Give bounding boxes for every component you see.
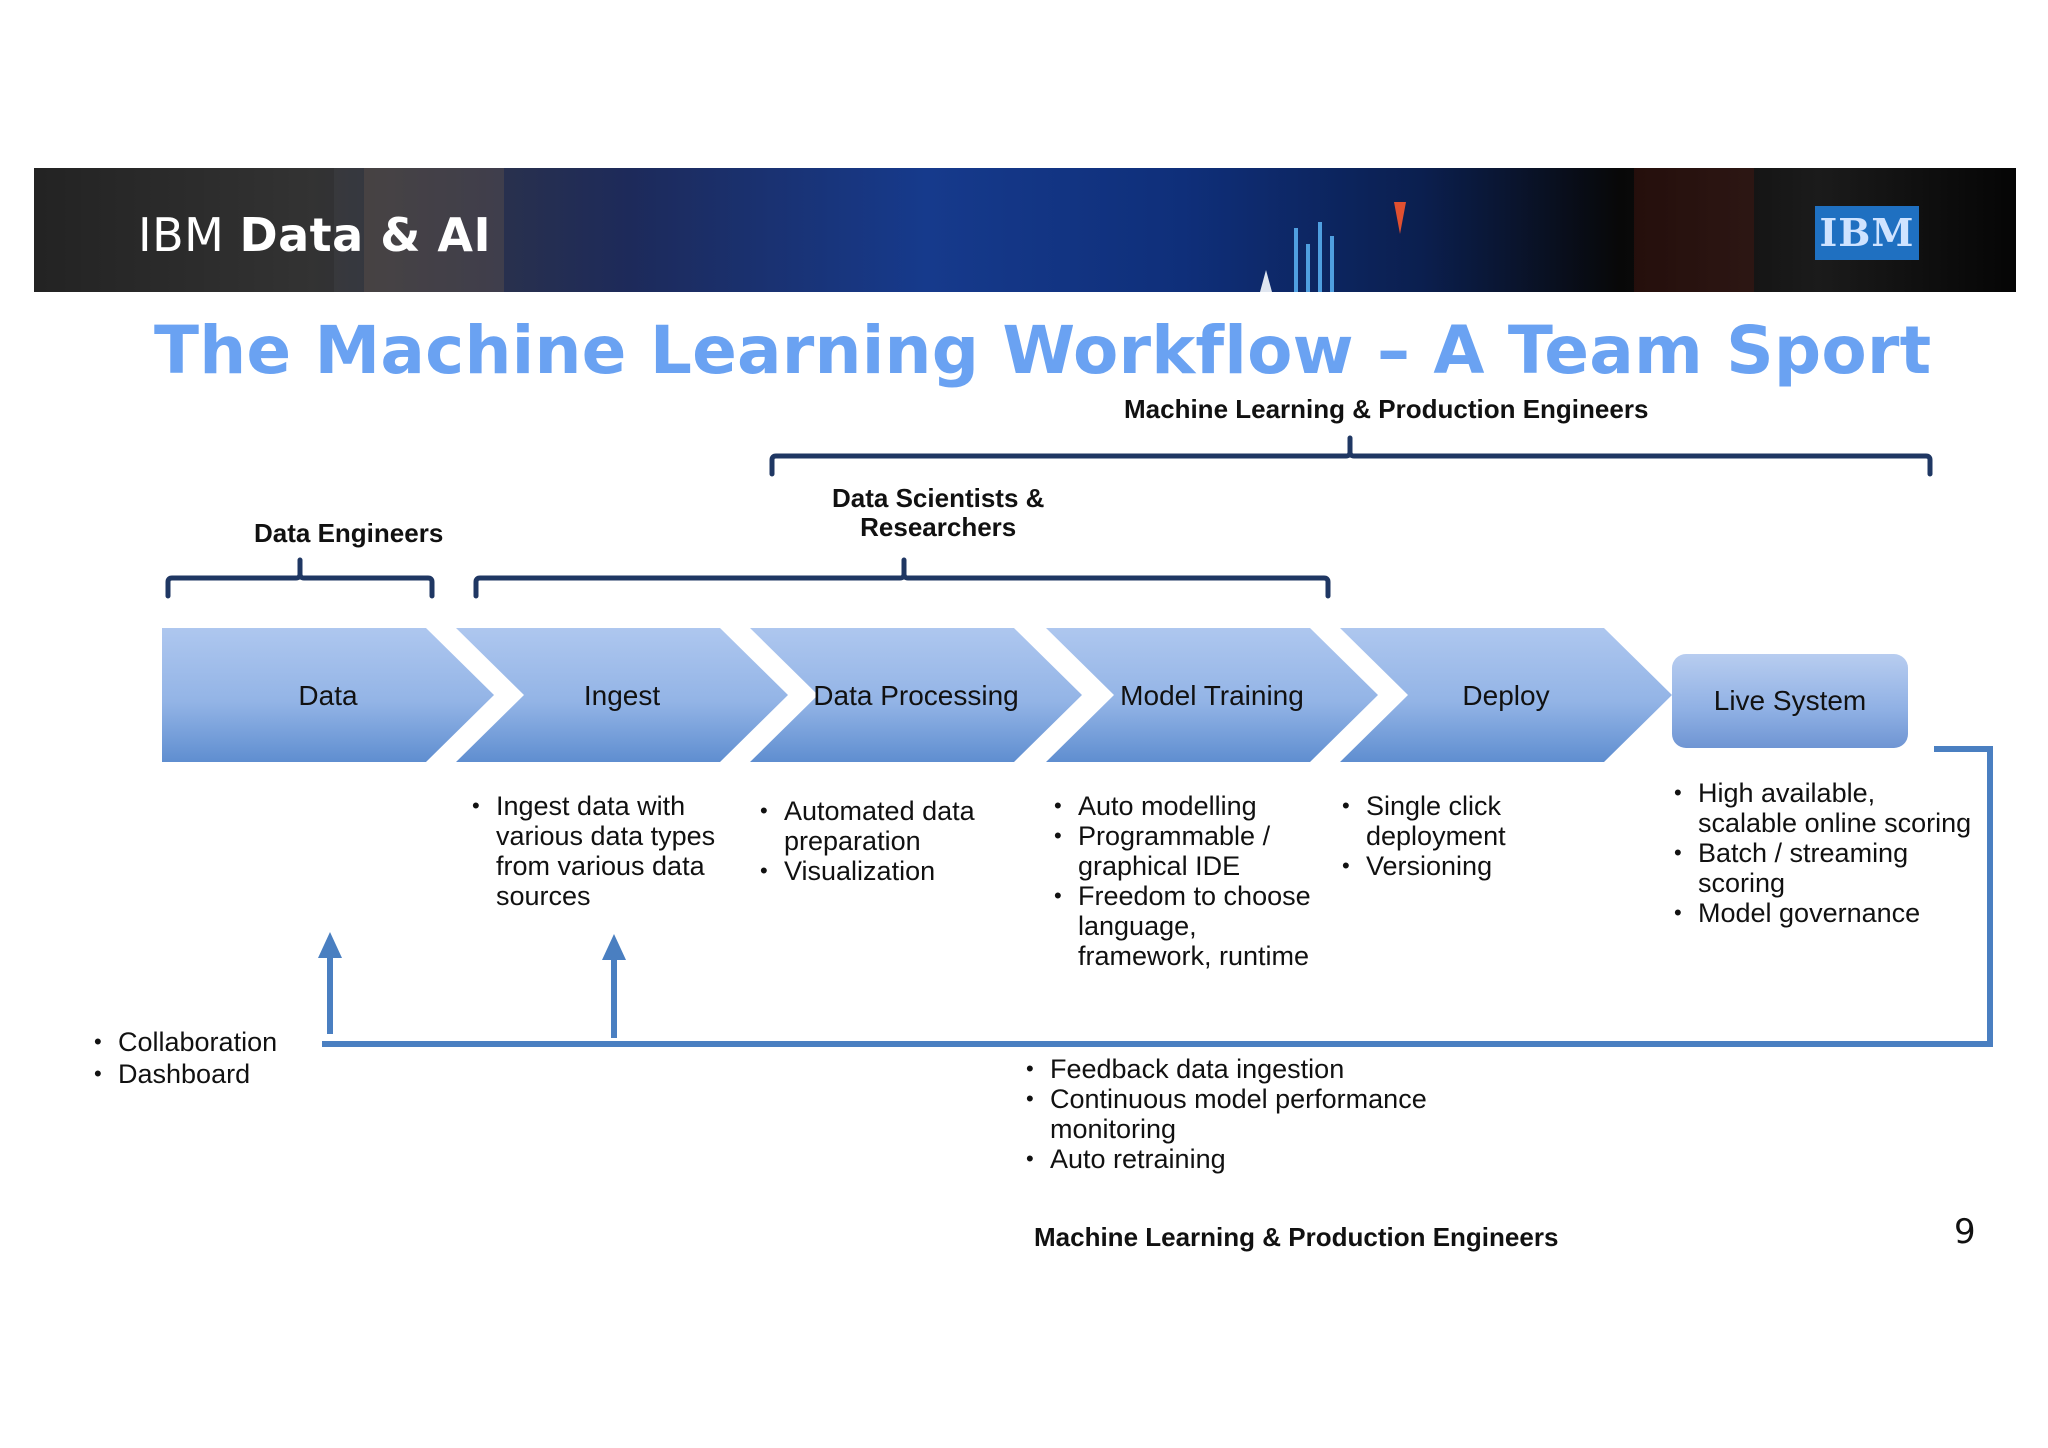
- live-system-box: Live System: [1672, 654, 1908, 748]
- banner-decoration: [34, 168, 1754, 292]
- role-data-scientists: Data Scientists & Researchers: [832, 483, 1045, 542]
- training-bullets: Auto modelling Programmable / graphical …: [1054, 791, 1344, 971]
- stage-label-processing: Data Processing: [813, 680, 1018, 711]
- feedback-bullets: Feedback data ingestion Continuous model…: [1026, 1054, 1446, 1174]
- list-item: Ingest data with various data types from…: [472, 791, 732, 911]
- ingest-bullets: Ingest data with various data types from…: [472, 791, 732, 911]
- brand-title: IBM Data & AI: [138, 208, 491, 262]
- stage-label-training: Model Training: [1120, 680, 1304, 711]
- ibm-logo: IBM: [1815, 206, 1919, 260]
- list-item: High available, scalable online scoring: [1674, 778, 2014, 838]
- list-item: Automated data preparation: [760, 796, 1020, 856]
- role-ml-engineers-top: Machine Learning & Production Engineers: [1124, 394, 1649, 424]
- processing-bullets: Automated data preparation Visualization: [760, 796, 1020, 886]
- list-item: Versioning: [1342, 851, 1562, 881]
- stage-label-deploy: Deploy: [1462, 680, 1549, 711]
- arrow-to-ingest-icon: [602, 934, 626, 960]
- brace-data-scientists: [473, 557, 1331, 599]
- list-item: Auto retraining: [1026, 1144, 1446, 1174]
- header-banner: IBM Data & AI IBM: [34, 168, 2016, 292]
- list-item: Collaboration: [94, 1026, 314, 1058]
- stage-chevron-training: [1046, 628, 1378, 762]
- stage-label-data: Data: [298, 680, 358, 711]
- page-number: 9: [1954, 1212, 1976, 1252]
- list-item: Model governance: [1674, 898, 2014, 928]
- arrow-to-data-icon: [318, 932, 342, 958]
- list-item: Programmable / graphical IDE: [1054, 821, 1344, 881]
- role-data-engineers: Data Engineers: [254, 518, 444, 548]
- list-item: Single click deployment: [1342, 791, 1562, 851]
- list-item: Dashboard: [94, 1058, 314, 1090]
- list-item: Freedom to choose language, framework, r…: [1054, 881, 1344, 971]
- list-item: Continuous model performance monitoring: [1026, 1084, 1446, 1144]
- brace-ml-engineers: [769, 435, 1933, 477]
- brand-data-ai: Data & AI: [239, 208, 492, 262]
- brace-data-engineers: [165, 557, 435, 599]
- list-item: Auto modelling: [1054, 791, 1344, 821]
- stage-chevron-processing: [750, 628, 1082, 762]
- stage-chevron-deploy: [1340, 628, 1672, 762]
- role-ml-engineers-bottom: Machine Learning & Production Engineers: [1034, 1222, 1559, 1252]
- brand-ibm: IBM: [138, 208, 240, 262]
- left-bullets: Collaboration Dashboard: [94, 1026, 314, 1090]
- slide-title: The Machine Learning Workflow – A Team S…: [154, 312, 1932, 389]
- list-item: Batch / streaming scoring: [1674, 838, 2014, 898]
- live-system-label: Live System: [1713, 685, 1867, 716]
- stage-label-ingest: Ingest: [584, 680, 660, 711]
- live-bullets: High available, scalable online scoring …: [1674, 778, 2014, 928]
- deploy-bullets: Single click deployment Versioning: [1342, 791, 1562, 881]
- list-item: Visualization: [760, 856, 1020, 886]
- stage-chevron-data: [162, 628, 494, 762]
- stage-chevron-ingest: [456, 628, 788, 762]
- list-item: Feedback data ingestion: [1026, 1054, 1446, 1084]
